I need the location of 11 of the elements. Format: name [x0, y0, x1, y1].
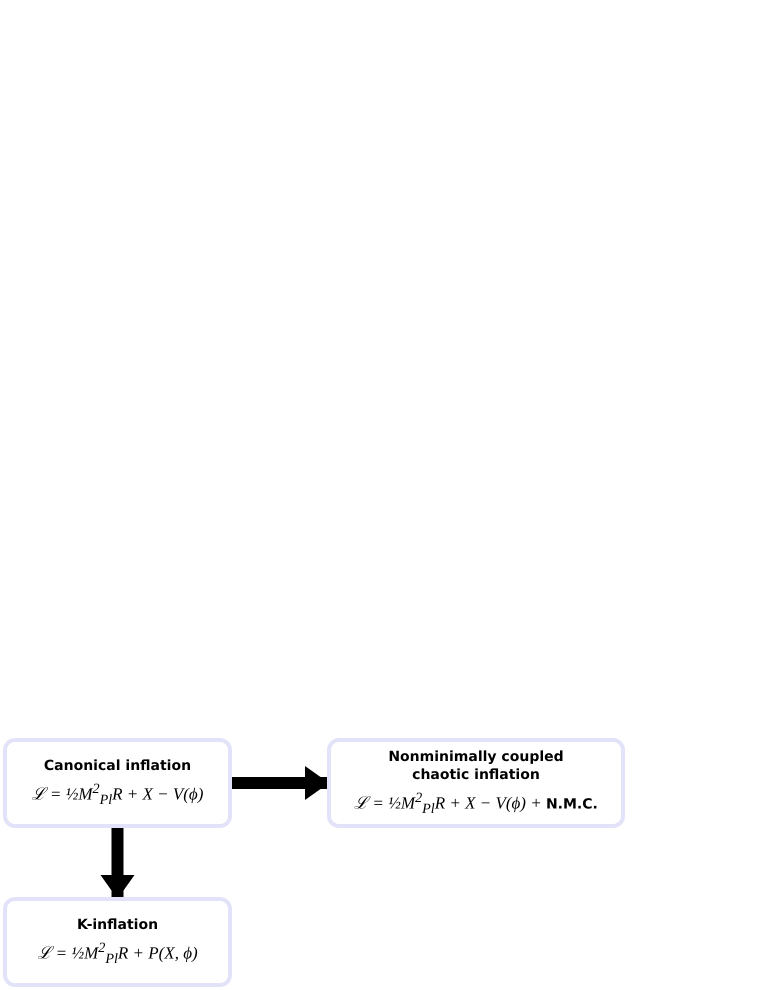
block-arrow — [100, 828, 134, 899]
box-title: K-inflation — [76, 916, 158, 934]
formula: ℒ = ½M$^{2}$$_{Pl}$R + X − V(ϕ) + N.M.C. — [354, 790, 598, 818]
formula: ℒ = ½M$^{2}$$_{Pl}$R + X − V(ϕ) — [32, 781, 204, 810]
block-arrow — [232, 766, 329, 800]
box-title: Nonminimally coupled chaotic inflation — [387, 748, 565, 784]
rounded-box — [327, 738, 625, 828]
rounded-box — [3, 738, 232, 828]
rounded-box — [3, 897, 232, 987]
box-title: Canonical inflation — [44, 756, 192, 776]
formula: ℒ = ½M$^{2}$$_{Pl}$R + P(X, ϕ) — [37, 940, 198, 968]
